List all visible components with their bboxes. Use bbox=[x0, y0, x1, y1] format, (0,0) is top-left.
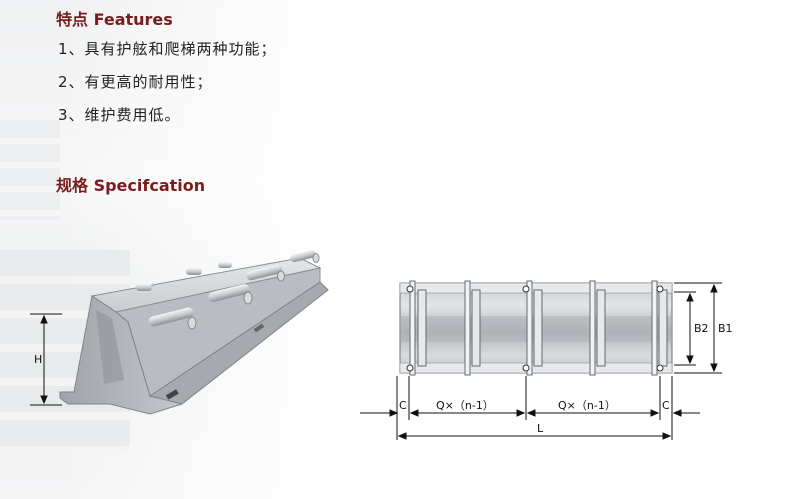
dimension-l-label: L bbox=[537, 422, 544, 435]
ladder-rungs bbox=[136, 249, 320, 330]
dimension-h-label: H bbox=[34, 353, 42, 366]
feature-item-3: 3、维护费用低。 bbox=[58, 106, 181, 124]
dimension-b1-label: B1 bbox=[718, 322, 733, 335]
top-view-rungs bbox=[409, 280, 668, 376]
dimension-c-left-label: C bbox=[399, 399, 407, 412]
specification-heading: 规格 Specifcation bbox=[56, 176, 206, 195]
dimension-length bbox=[360, 376, 700, 440]
dimension-q-right-label: Q×（n-1） bbox=[558, 399, 616, 412]
dimension-h bbox=[30, 313, 62, 406]
dimension-b bbox=[674, 282, 722, 374]
background-building-pattern-upper bbox=[0, 120, 60, 220]
feature-item-1: 1、具有护舷和爬梯两种功能； bbox=[58, 40, 277, 58]
feature-item-2: 2、有更高的耐用性； bbox=[58, 73, 213, 91]
dimension-q-left-label: Q×（n-1） bbox=[436, 399, 494, 412]
dimension-c-right-label: C bbox=[662, 399, 670, 412]
dimension-b2-label: B2 bbox=[694, 322, 709, 335]
features-heading: 特点 Features bbox=[56, 10, 173, 29]
top-view-bolt-holes bbox=[406, 285, 664, 372]
fender-base-flange bbox=[148, 281, 329, 405]
